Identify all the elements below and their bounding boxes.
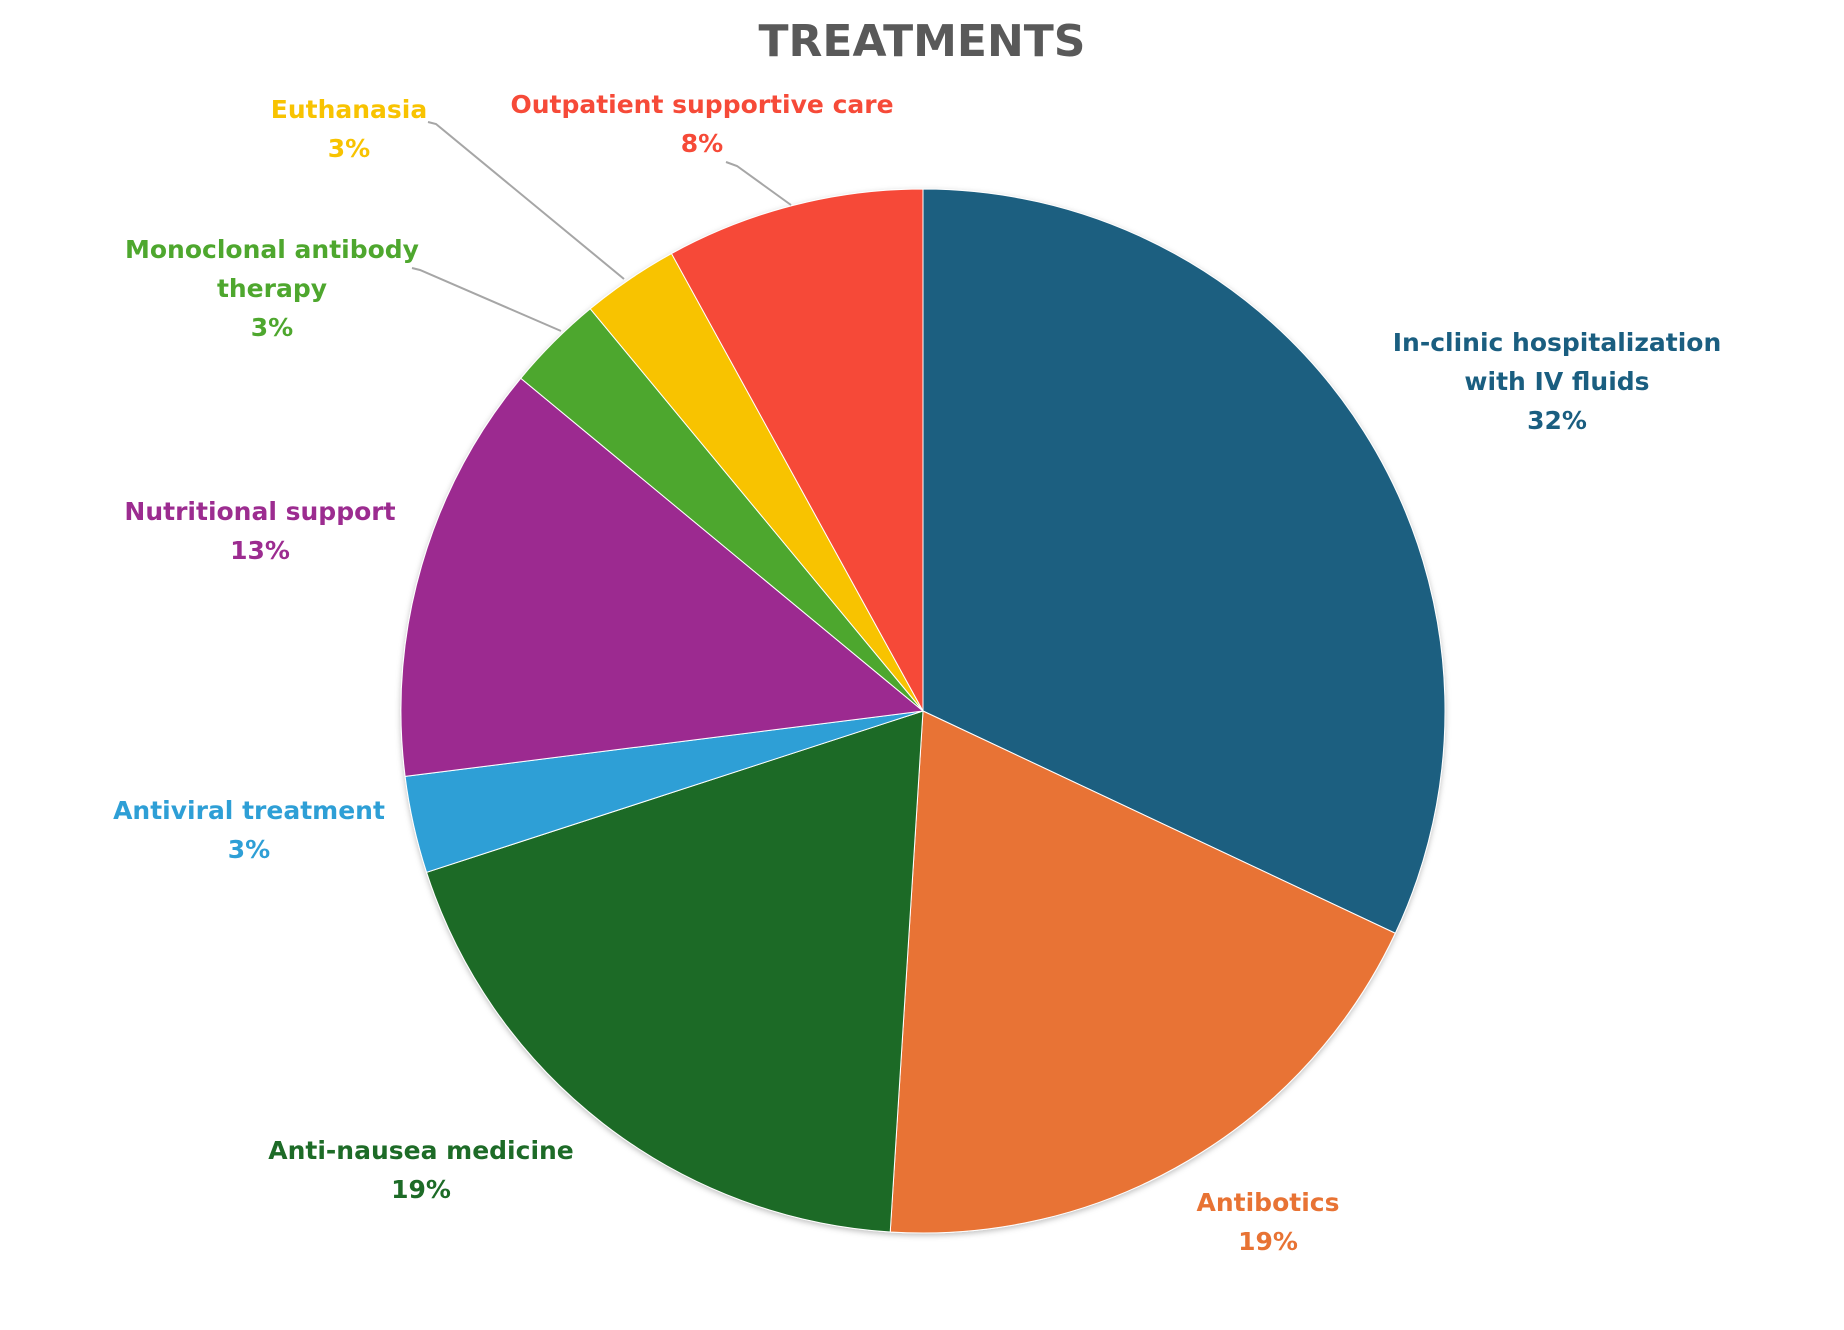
- slice-name: Anti-nausea medicine: [268, 1136, 574, 1165]
- slice-percent: 32%: [1527, 406, 1587, 435]
- slice-label: In-clinic hospitalization with IV fluids 3…: [1393, 328, 1722, 435]
- slice-percent: 3%: [328, 134, 370, 163]
- slice-percent: 3%: [251, 313, 293, 342]
- leader-lines: [411, 121, 792, 332]
- slice-percent: 13%: [230, 536, 290, 565]
- pie-slices: [400, 188, 1446, 1234]
- pie-slice: [425, 710, 924, 1233]
- leader-line: [725, 161, 792, 206]
- slice-name: Antibotics: [1197, 1188, 1340, 1217]
- slice-name: with IV fluids: [1464, 367, 1649, 396]
- slice-label: Monoclonal antibody therapy 3%: [125, 235, 419, 342]
- slice-label: Nutritional support 13%: [124, 497, 395, 565]
- slice-percent: 8%: [681, 129, 723, 158]
- slice-name: Monoclonal antibody: [125, 235, 419, 264]
- pie-slice: [889, 710, 1396, 1234]
- slice-percent: 19%: [391, 1175, 451, 1204]
- slice-label: Anti-nausea medicine 19%: [268, 1136, 574, 1204]
- leader-line: [427, 121, 625, 280]
- slice-label: Outpatient supportive care 8%: [510, 90, 893, 158]
- leader-line: [411, 267, 562, 332]
- slice-label: Euthanasia 3%: [271, 95, 427, 163]
- slice-name: Euthanasia: [271, 95, 427, 124]
- slice-name: Nutritional support: [124, 497, 395, 526]
- pie-slice: [670, 188, 924, 712]
- slice-label: Antiviral treatment 3%: [113, 796, 385, 864]
- slice-percent: 3%: [228, 835, 270, 864]
- slice-percent: 19%: [1238, 1227, 1298, 1256]
- slice-labels: In-clinic hospitalization with IV fluids 3…: [113, 90, 1721, 1256]
- chart-title: TREATMENTS: [759, 16, 1086, 67]
- slice-name: In-clinic hospitalization: [1393, 328, 1722, 357]
- pie-slice: [400, 377, 925, 777]
- slice-label: Antibotics 19%: [1197, 1188, 1340, 1256]
- slice-name: Antiviral treatment: [113, 796, 385, 825]
- slice-name: therapy: [217, 274, 327, 303]
- pie-slice: [922, 188, 1446, 934]
- slice-name: Outpatient supportive care: [510, 90, 893, 119]
